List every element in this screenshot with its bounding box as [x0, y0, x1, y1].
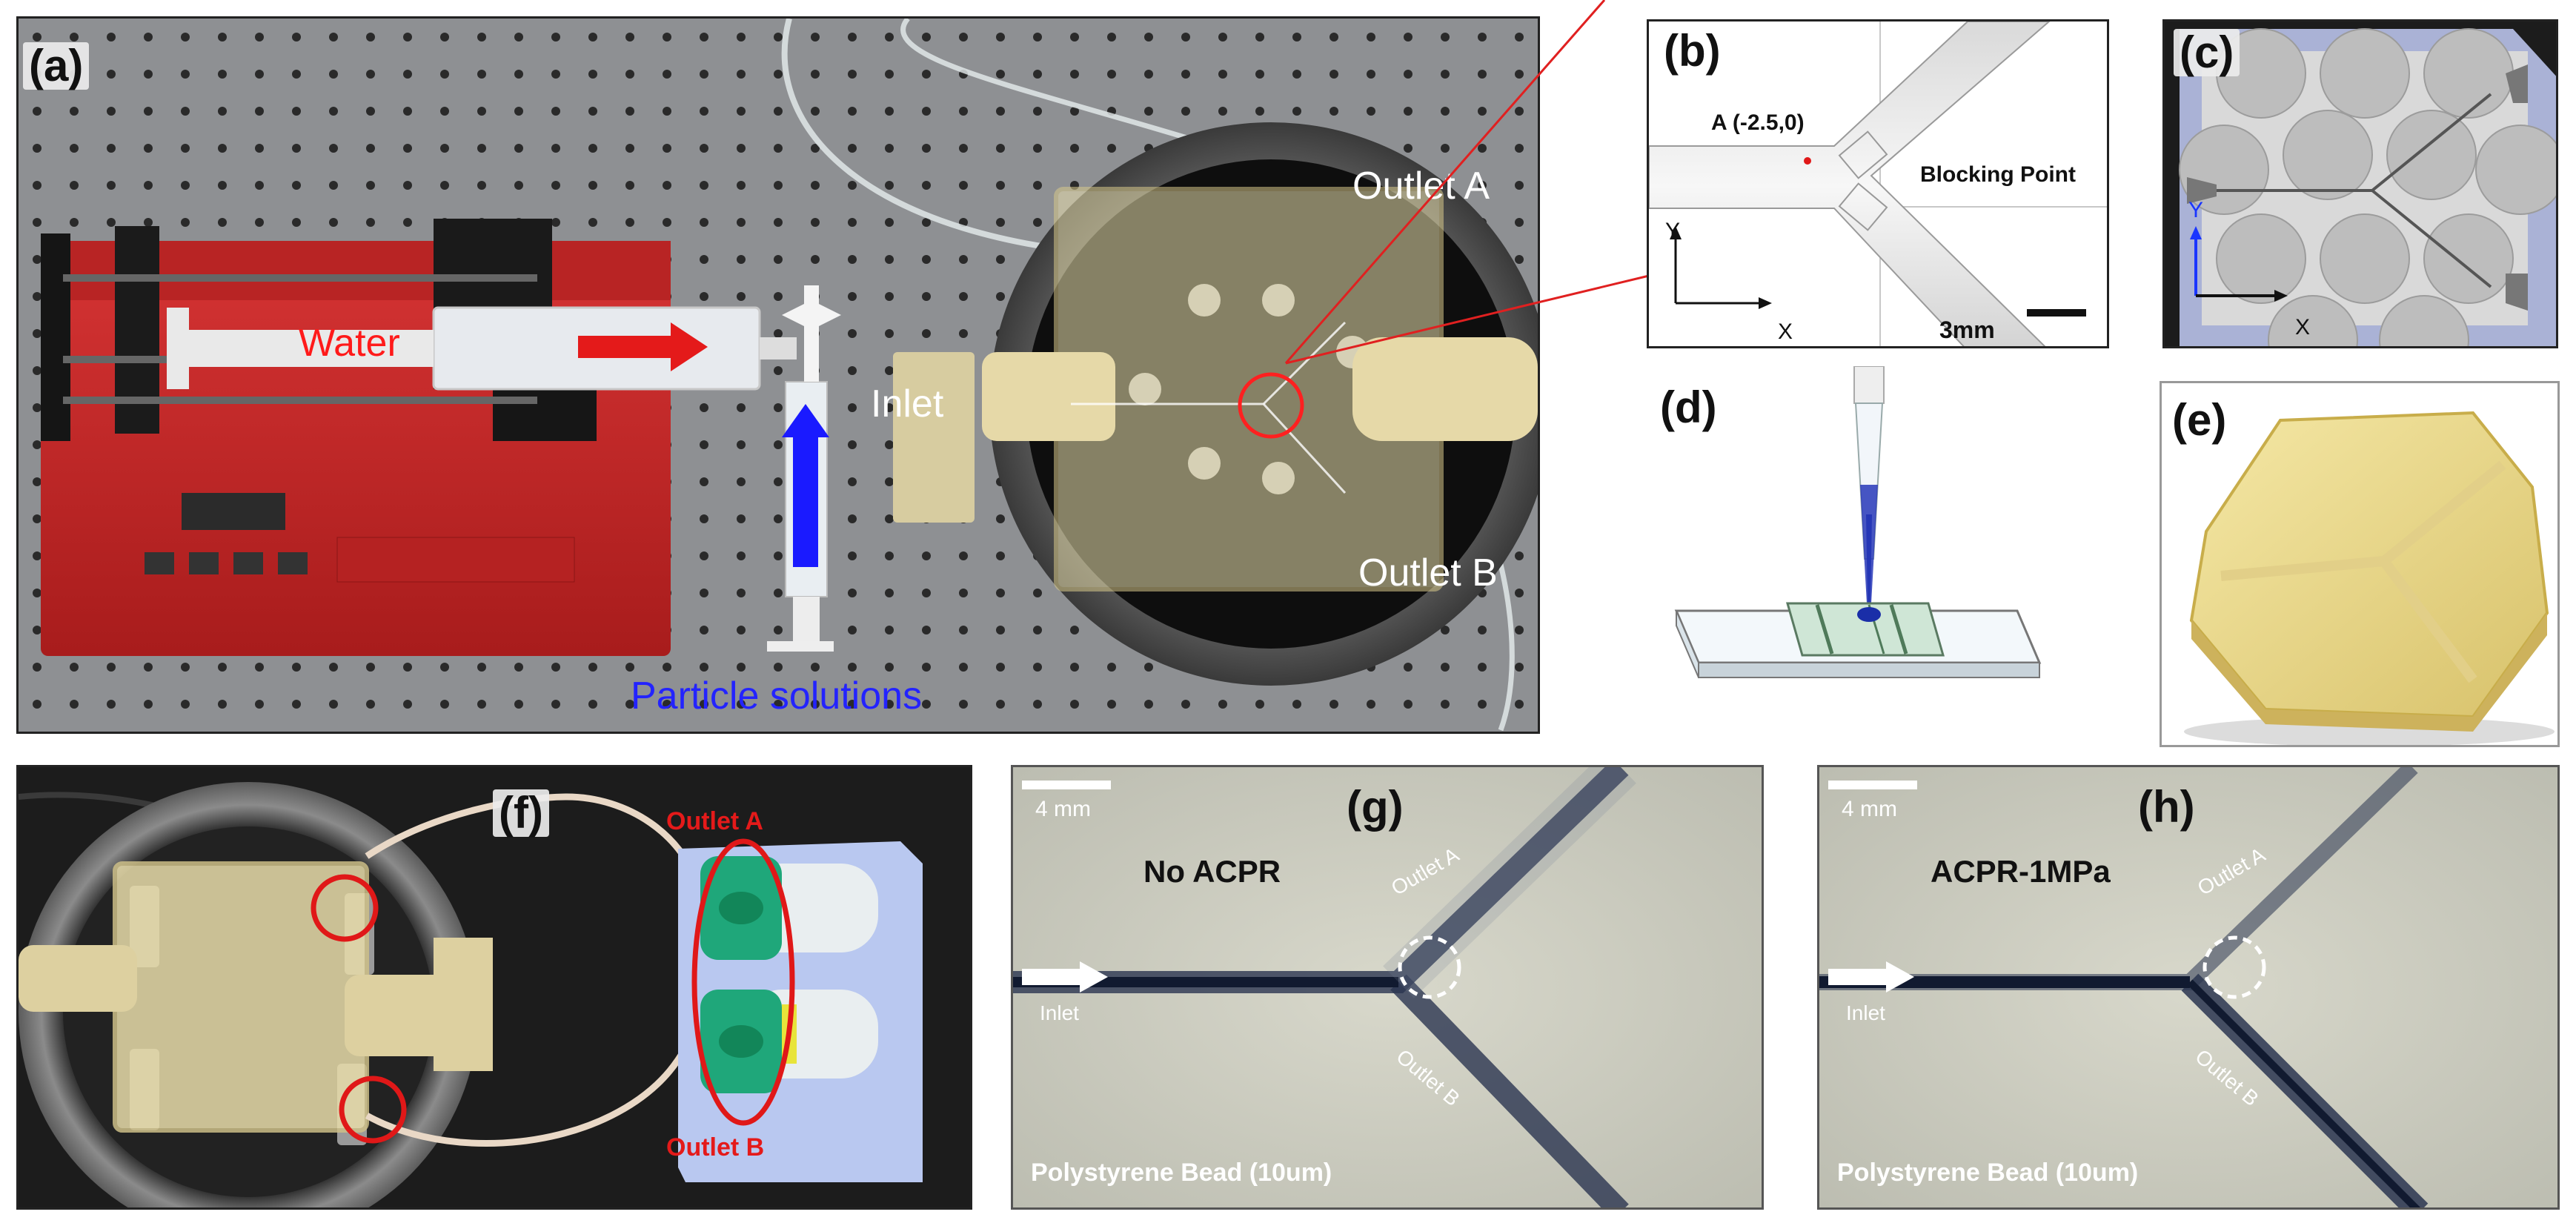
axis-y-label: Y — [2188, 198, 2204, 222]
cad-model — [2165, 21, 2556, 346]
panel-label: (g) — [1347, 782, 1404, 832]
panel-label: (d) — [1660, 382, 1717, 432]
axis-x-label: X — [2295, 315, 2311, 339]
panel-label: (b) — [1664, 26, 1721, 76]
microscope-image-acpr — [1819, 767, 2557, 1207]
pipette-illustration — [1674, 366, 2042, 678]
scale-label: 3mm — [1939, 317, 1995, 343]
chip-icon — [1674, 602, 2042, 678]
panel-h: 4 mm (h) ACPR-1MPa Outlet A Outlet B Inl… — [1817, 765, 2560, 1210]
panel-label: (e) — [2172, 395, 2227, 445]
panel-g: 4 mm (g) No ACPR Outlet A Outlet B Inlet… — [1011, 765, 1764, 1210]
point-a-label: A (-2.5,0) — [1711, 110, 1805, 135]
outlet-b-label: Outlet B — [666, 1133, 765, 1162]
particle-solutions-label: Particle solutions — [631, 675, 923, 718]
axis-y-label: Y — [1665, 219, 1681, 243]
panel-label: (a) — [23, 42, 90, 90]
condition-label: No ACPR — [1143, 854, 1281, 889]
tube-rack-icon — [678, 838, 923, 1182]
caption-label: Polystyrene Bead (10um) — [1837, 1159, 2139, 1187]
outlet-a-label: Outlet A — [1352, 165, 1490, 208]
panel-c: (c) Y X — [2162, 19, 2558, 348]
scale-label: 4 mm — [1035, 797, 1091, 821]
panel-e: (e) — [2160, 381, 2560, 747]
setup-photo — [19, 19, 1538, 732]
panel-f: (f) Outlet A Outlet B — [16, 765, 972, 1210]
panel-label: (c) — [2174, 29, 2240, 76]
outlet-b-label: Outlet B — [1358, 551, 1498, 594]
particle-arrow-icon — [782, 404, 829, 567]
panel-label: (f) — [493, 789, 549, 837]
microscope-image-no-acpr — [1013, 767, 1762, 1207]
inlet-label: Inlet — [871, 382, 944, 425]
water-arrow-icon — [578, 322, 708, 371]
inlet-label: Inlet — [1040, 1001, 1079, 1024]
device-photo — [2184, 411, 2555, 745]
condition-label: ACPR-1MPa — [1931, 854, 2111, 889]
pipette-icon — [1853, 366, 1885, 603]
channel-schematic — [1649, 21, 2107, 346]
panel-label: (h) — [2138, 782, 2195, 832]
panel-b: (b) A (-2.5,0) Blocking Point Y X 3mm — [1647, 19, 2109, 348]
resonator-device-icon — [982, 122, 1538, 686]
scale-label: 4 mm — [1842, 797, 1897, 821]
panel-a: (a) Water Inlet Outlet A Outlet B Partic… — [16, 16, 1540, 734]
caption-label: Polystyrene Bead (10um) — [1031, 1159, 1332, 1187]
device-outlets-photo — [19, 782, 923, 1207]
outlet-a-label: Outlet A — [666, 807, 763, 835]
blocking-point-label: Blocking Point — [1920, 162, 2076, 187]
water-label: Water — [299, 322, 400, 365]
panel-d: (d) — [1647, 366, 2062, 722]
axis-x-label: X — [1778, 319, 1793, 344]
inlet-label: Inlet — [1846, 1001, 1885, 1024]
